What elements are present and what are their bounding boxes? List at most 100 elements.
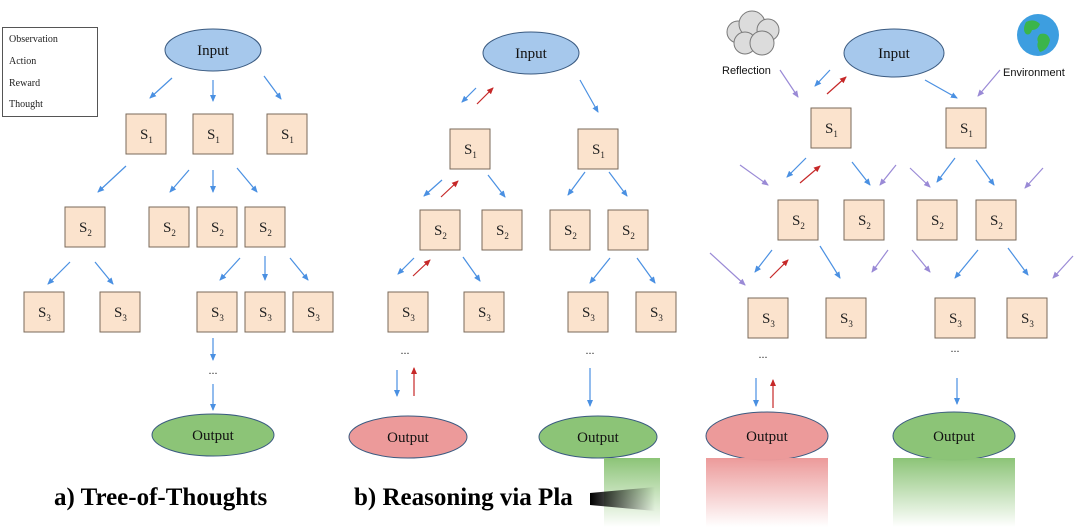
arrow-thought — [149, 77, 173, 99]
state-node — [148, 206, 190, 248]
arrow-thought — [236, 167, 258, 193]
state-node — [419, 209, 461, 251]
state-node — [196, 291, 238, 333]
ellipsis-text: ... — [209, 363, 218, 377]
state-node — [577, 128, 619, 170]
state-node — [567, 291, 609, 333]
state-node — [125, 113, 167, 155]
state-node — [975, 199, 1017, 241]
arrow-thought — [97, 165, 127, 193]
legend-action: Action — [9, 56, 37, 67]
caption-a: a) Tree-of-Thoughts — [54, 484, 268, 511]
arrow-thought — [936, 157, 956, 183]
state-node — [196, 206, 238, 248]
reflection-label: Reflection — [722, 65, 771, 77]
arrow-observation — [871, 249, 889, 273]
arrow-thought — [461, 87, 477, 103]
state-node — [549, 209, 591, 251]
state-node — [244, 206, 286, 248]
arrow-thought — [754, 249, 773, 273]
output-node — [151, 413, 275, 457]
output-node-label: Output — [577, 430, 620, 446]
caption-b: b) Reasoning via Pla — [354, 484, 573, 511]
state-node — [64, 206, 106, 248]
arrow-thought — [1007, 247, 1029, 276]
arrow-thought — [814, 69, 831, 87]
input-node — [843, 28, 945, 78]
arrow-thought — [487, 174, 506, 198]
state-node — [387, 291, 429, 333]
ellipsis-text: ... — [759, 347, 768, 361]
input-node — [482, 31, 580, 75]
cloud-icon — [726, 10, 780, 56]
input-node-label: Input — [878, 46, 910, 62]
arrow-observation — [739, 164, 769, 186]
arrow-thought — [954, 249, 979, 279]
arrow-thought — [851, 161, 871, 186]
state-node — [607, 209, 649, 251]
arrow-observation — [911, 249, 931, 273]
arrow-observation — [1024, 167, 1044, 189]
state-node — [825, 297, 867, 339]
arrow-thought — [589, 257, 611, 284]
input-node-label: Input — [197, 43, 229, 59]
state-node — [99, 291, 141, 333]
output-node-label: Output — [933, 429, 976, 445]
output-node — [348, 415, 468, 459]
arrow-thought — [636, 257, 656, 284]
ellipsis-text: ... — [586, 343, 595, 357]
arrow-thought — [397, 257, 415, 275]
arrow-thought — [975, 159, 995, 186]
state-node — [1006, 297, 1048, 339]
arrow-thought — [567, 171, 586, 196]
output-node-label: Output — [746, 429, 789, 445]
legend-reward: Reward — [9, 78, 41, 89]
ellipsis-text: ... — [951, 341, 960, 355]
arrow-observation — [779, 69, 799, 98]
arrow-reward — [476, 87, 494, 105]
legend-thought: Thought — [9, 99, 43, 110]
state-node — [463, 291, 505, 333]
fade-green-band — [893, 458, 1015, 527]
arrow-reward — [799, 165, 821, 184]
input-node-label: Input — [515, 46, 547, 62]
arrow-observation — [879, 164, 897, 186]
arrow-thought — [608, 171, 628, 197]
ellipsis-text: ... — [401, 343, 410, 357]
fade-red-band — [706, 458, 828, 527]
arrow-observation — [977, 69, 1001, 97]
arrow-thought — [462, 256, 481, 282]
state-node — [481, 209, 523, 251]
arrow-observation — [709, 252, 746, 286]
arrow-thought — [94, 261, 114, 285]
state-node — [292, 291, 334, 333]
arrow-thought — [819, 245, 841, 279]
caption-fade — [590, 487, 655, 511]
state-node — [192, 113, 234, 155]
state-node — [23, 291, 65, 333]
arrow-thought — [263, 75, 282, 100]
output-node-label: Output — [192, 428, 235, 444]
legend-observation: Observation — [9, 34, 58, 45]
arrow-observation — [1052, 255, 1074, 279]
arrow-reward — [769, 259, 789, 279]
state-node — [266, 113, 308, 155]
arrow-thought — [289, 257, 309, 281]
globe-icon — [1017, 14, 1059, 56]
state-node — [635, 291, 677, 333]
output-node — [538, 415, 658, 459]
state-node — [777, 199, 819, 241]
output-node-label: Output — [387, 430, 430, 446]
state-node — [916, 199, 958, 241]
environment-label: Environment — [1003, 67, 1065, 79]
arrow-reward — [440, 180, 459, 198]
state-node — [843, 199, 885, 241]
state-node — [244, 291, 286, 333]
arrow-reward — [826, 76, 847, 95]
state-node — [810, 107, 852, 149]
arrow-thought — [924, 79, 958, 99]
legend: Observation Action Reward Thought — [2, 27, 98, 117]
arrow-thought — [423, 179, 443, 197]
state-node — [945, 107, 987, 149]
